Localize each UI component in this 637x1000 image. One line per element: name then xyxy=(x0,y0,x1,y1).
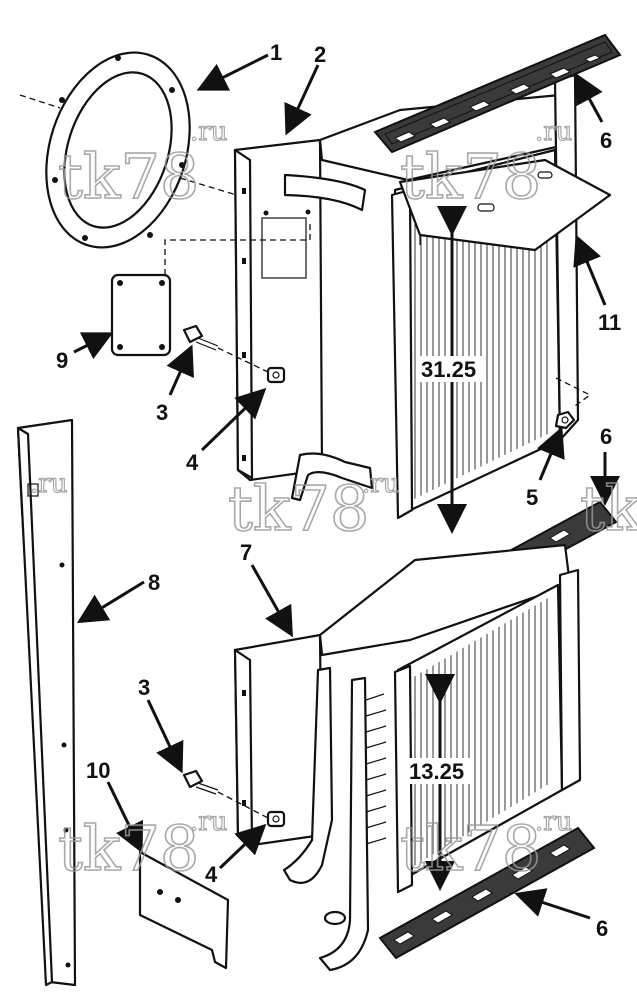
watermark-2: tk78 xyxy=(400,140,541,213)
nut-lower xyxy=(266,810,286,828)
callout-10: 10 xyxy=(86,758,110,783)
gasket-ring xyxy=(19,51,241,249)
dimension-upper-label: 31.25 xyxy=(421,357,476,382)
watermark-6-suffix: .ru xyxy=(190,807,227,837)
callout-labels: 1 2 6 11 9 3 4 5 6 7 8 3 10 4 6 xyxy=(56,40,621,941)
bolt-lower xyxy=(182,769,269,819)
callout-11: 11 xyxy=(598,310,621,335)
nut-upper xyxy=(266,366,286,384)
rubber-pad-upper xyxy=(373,33,622,154)
watermark-6: tk78 xyxy=(58,812,199,885)
rubber-pad-lower xyxy=(378,826,596,960)
cover-plate xyxy=(110,222,311,357)
dimension-lower: 13.25 xyxy=(406,674,472,891)
dimension-upper: 31.25 xyxy=(418,206,484,534)
dimension-lower-label: 13.25 xyxy=(409,759,464,784)
watermark-7-suffix: .ru xyxy=(535,807,572,837)
callout-4a: 4 xyxy=(186,450,199,475)
watermark-7: tk78 xyxy=(400,812,541,885)
callout-6c: 6 xyxy=(596,916,608,941)
side-channel-bracket xyxy=(16,418,77,987)
mounting-plate xyxy=(138,850,230,970)
leader-arrows xyxy=(73,53,620,920)
callout-3b: 3 xyxy=(138,675,150,700)
callout-5: 5 xyxy=(526,485,538,510)
watermark-2-suffix: .ru xyxy=(535,117,572,147)
watermark-4: tk78 xyxy=(580,472,637,545)
watermark-3-suffix: .ru xyxy=(362,469,399,499)
watermark-1: tk78 xyxy=(58,140,199,213)
callout-6b: 6 xyxy=(600,424,612,449)
callout-7: 7 xyxy=(240,540,252,565)
callout-3a: 3 xyxy=(156,400,168,425)
nut-small xyxy=(554,377,592,430)
lower-radiator-core xyxy=(233,543,582,972)
callout-2: 2 xyxy=(314,42,326,67)
callout-8: 8 xyxy=(148,570,160,595)
callout-9: 9 xyxy=(56,348,68,373)
watermarks: tk78 .ru tk78 .ru tk78 .ru tk78 .ru tk78… xyxy=(29,116,637,885)
watermark-5-suffix: .ru xyxy=(30,469,67,499)
callout-6a: 6 xyxy=(600,128,612,153)
bolt-upper xyxy=(182,324,269,373)
watermark-1-suffix: .ru xyxy=(190,117,227,147)
callout-4b: 4 xyxy=(205,862,218,887)
watermark-3: tk78 xyxy=(228,472,369,545)
callout-1: 1 xyxy=(270,40,282,65)
